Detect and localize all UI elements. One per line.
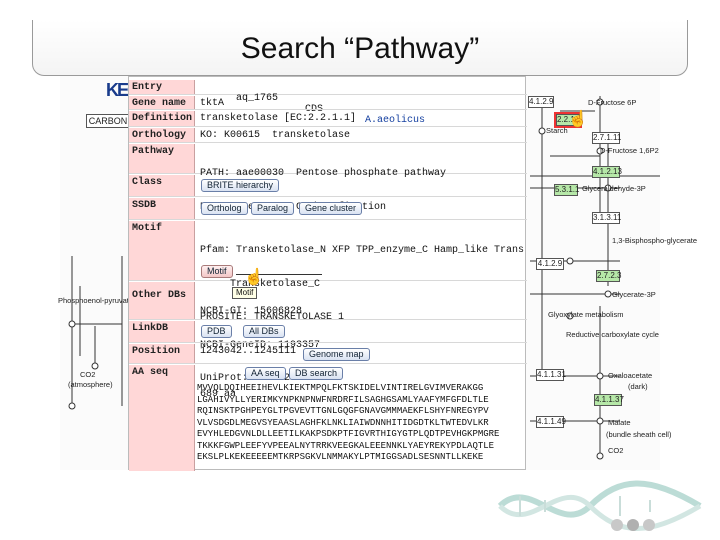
linkdb-row: LinkDB PDB All DBs — [129, 321, 527, 343]
sequence-line: MVVQLDQIHEEIHEVLKIEKTMPQLFKTSKIDELVINTIR… — [197, 383, 484, 393]
compound-label[interactable]: Glyceraldehyde-3P — [582, 184, 646, 193]
carbon-map-label[interactable]: CARBON — [86, 114, 130, 128]
genome-map-button[interactable]: Genome map — [303, 348, 370, 361]
compound-note: (bundle sheath cell) — [606, 430, 672, 439]
other-dbs-row: Other DBs NCBI-GI: 15606828 NCBI-GeneID:… — [129, 282, 527, 384]
motif-row: Motif Pfam: Transketolase_N XFP TPP_enzy… — [129, 221, 527, 323]
compound-label[interactable]: CO2 — [80, 370, 96, 379]
motif-line[interactable]: PROSITE: TRANSKETOLASE_1 — [200, 312, 345, 323]
compound-note: (dark) — [628, 382, 648, 391]
row-label: Motif — [129, 221, 195, 280]
compound-label[interactable]: Glyoxylate metabolism — [548, 310, 624, 319]
hand-cursor-icon: ☝ — [568, 111, 588, 128]
ortholog-button[interactable]: Ortholog — [201, 202, 248, 215]
ec-box[interactable]: 4.1.1.31 — [536, 369, 566, 381]
compound-label[interactable]: CO2 — [608, 446, 624, 455]
gene-cluster-button[interactable]: Gene cluster — [299, 202, 363, 215]
sequence-line: VLVSDGDLMEGVSYEAASLAGHFKLNKLIAIWDNNHITID… — [197, 417, 489, 428]
tooltip-connector — [236, 274, 322, 275]
ssdb-row: SSDB Ortholog Paralog Gene cluster — [129, 198, 527, 220]
slide-title-bar: Search “Pathway” — [32, 20, 688, 76]
compound-label[interactable]: 1,3-Bisphospho-glycerate — [612, 236, 698, 245]
aa-length: 689 aa — [200, 389, 237, 400]
ec-box[interactable]: 3.1.3.11 — [592, 212, 622, 224]
compound-label[interactable]: D-Fructose 6P — [588, 98, 637, 107]
ec-box[interactable]: 4.1.1.49 — [536, 416, 566, 428]
motif-button[interactable]: Motif — [201, 265, 233, 278]
organism-link[interactable]: A.aeolicus — [365, 115, 426, 126]
definition-row: Definition transketolase [EC:2.2.1.1] — [129, 111, 527, 127]
aa-seq-button[interactable]: AA seq — [245, 367, 286, 380]
aa-seq-row: AA seq 689 aa AA seq DB search MVVQLDQIH… — [129, 365, 527, 471]
pdb-button[interactable]: PDB — [201, 325, 232, 338]
db-link[interactable]: NCBI-GI: 15606828 — [200, 306, 303, 317]
ec-box[interactable]: 4.1.2.13 — [592, 166, 622, 178]
row-label: Gene name — [129, 96, 195, 109]
class-row: Class BRITE hierarchy — [129, 175, 527, 197]
compound-label[interactable]: Phosphoenol-pyruvate — [58, 296, 134, 305]
entry-row: Entry aq_1765 CDS A.aeolicus — [129, 80, 527, 126]
ec-box[interactable]: 4.1.1.37 — [594, 394, 624, 406]
row-label: Class — [129, 175, 195, 196]
orthology-row: Orthology KO: K00615 transketolase — [129, 128, 527, 143]
sequence-line: TKKKFGWPLEEFYVPEEALNYTRRKVEEGKALEEENNKLY… — [197, 440, 495, 451]
ec-box[interactable]: 5.3.1.1 — [554, 184, 580, 196]
slide-title: Search “Pathway” — [240, 32, 480, 65]
ec-box[interactable]: 4.1.2.9 — [528, 96, 554, 108]
ec-box[interactable]: 2.7.2.3 — [596, 270, 622, 282]
gene-name-row: Gene name tktA — [129, 96, 527, 110]
row-label: Other DBs — [129, 282, 195, 319]
ec-box[interactable]: 2.7.1.11 — [592, 132, 622, 144]
db-search-button[interactable]: DB search — [289, 367, 344, 380]
row-label: Definition — [129, 111, 195, 126]
hand-cursor-icon: ☝ — [244, 269, 264, 286]
definition-value: transketolase [EC:2.2.1.1] — [200, 113, 357, 124]
position-value: 1243042..1245111 — [200, 346, 297, 357]
brite-hierarchy-button[interactable]: BRITE hierarchy — [201, 179, 280, 192]
aa-sequence: MVVQLDQIHEEIHEVLKIEKTMPQLFKTSKIDELVINTIR… — [197, 383, 527, 464]
sequence-line: EVYHLEDGVNLDLLEETILKAKPSDKPTFIGVRTHIGYGT… — [197, 429, 500, 439]
decorative-dots-icon — [611, 519, 655, 531]
sequence-line: EKSLPLKEKEEEEEMTKRPSGKVLNMMAKYLPTMIGGSAD… — [197, 452, 484, 462]
ec-box[interactable]: 2.2.1.1 — [556, 114, 582, 126]
sequence-line: RQINSKTPGHPEYGLTPGVEVTTGNLGQGFGNAVGMMMAE… — [197, 406, 489, 416]
row-label: Orthology — [129, 128, 195, 142]
row-label: Entry — [129, 80, 195, 94]
orthology-value[interactable]: KO: K00615 transketolase — [200, 130, 351, 141]
dna-helix-icon — [497, 480, 702, 531]
compound-label[interactable]: Starch — [546, 126, 568, 135]
gene-entry-panel: Entry aq_1765 CDS A.aeolicus Gene name t… — [128, 76, 527, 471]
row-label: AA seq — [129, 365, 195, 471]
pathway-row: Pathway PATH: aae00030 Pentose phosphate… — [129, 144, 527, 213]
paralog-button[interactable]: Paralog — [251, 202, 295, 215]
compound-label[interactable]: D-Fructose 1,6P2 — [600, 146, 659, 155]
row-label: Position — [129, 344, 195, 363]
ec-box[interactable]: 4.1.2.9 — [536, 258, 564, 270]
compound-label[interactable]: Glycerate-3P — [612, 290, 656, 299]
row-label: Pathway — [129, 144, 195, 173]
db-link[interactable]: NCBI-GeneID: 1193357 — [200, 339, 321, 351]
sequence-line: LGAHIVYLLYERIMKYNPKNPNWFNRDRFILSAGHGSAML… — [197, 394, 489, 405]
pathway-link[interactable]: PATH: aae00030 Pentose phosphate pathway — [200, 168, 447, 179]
entry-id: aq_1765 — [236, 93, 279, 104]
row-label: LinkDB — [129, 321, 195, 342]
motif-line[interactable]: Transketolase_C — [200, 278, 321, 290]
all-dbs-button[interactable]: All DBs — [243, 325, 285, 338]
gene-name: tktA — [200, 98, 225, 109]
motif-line[interactable]: Pfam: Transketolase_N XFP TPP_enzyme_C H… — [200, 245, 525, 256]
motif-tooltip: Motif — [232, 287, 258, 299]
compound-label[interactable]: Oxaloacetate — [608, 371, 653, 380]
compound-note: (atmosphere) — [68, 380, 113, 389]
compound-label[interactable]: Malate — [608, 418, 631, 427]
row-label: SSDB — [129, 198, 195, 219]
ec-highlight — [554, 112, 582, 128]
position-row: Position 1243042..1245111 Genome map — [129, 344, 527, 364]
compound-label[interactable]: Reductive carboxylate cycle — [566, 330, 659, 339]
